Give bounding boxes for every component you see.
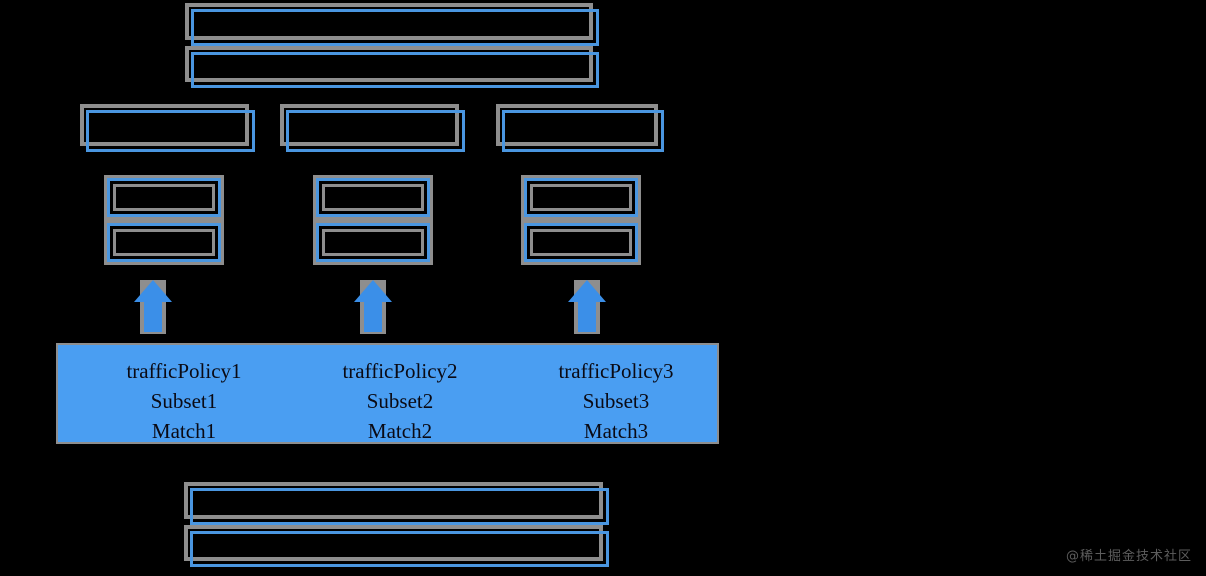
policy-column-1-match: Match1 bbox=[151, 418, 217, 443]
destination-node-row-2[interactable] bbox=[184, 525, 609, 567]
workload-node-1-cell-2[interactable] bbox=[107, 223, 221, 262]
policy-column-3-match: Match3 bbox=[583, 418, 649, 443]
cell-inner bbox=[113, 184, 215, 211]
row-outline bbox=[191, 52, 599, 88]
workload-node-2[interactable] bbox=[313, 175, 433, 265]
workload-node-1[interactable] bbox=[104, 175, 224, 265]
node-outline bbox=[286, 110, 465, 152]
destination-node[interactable] bbox=[184, 482, 609, 567]
workload-node-2-cell-1[interactable] bbox=[316, 178, 430, 217]
node-outline bbox=[502, 110, 664, 152]
service-node-3[interactable] bbox=[496, 104, 664, 152]
policy-column-3-policy: trafficPolicy3 bbox=[558, 359, 674, 383]
workload-node-3-cell-1[interactable] bbox=[524, 178, 638, 217]
policy-column-1-subset: Subset1 bbox=[150, 388, 218, 413]
policy-column-2[interactable]: trafficPolicy2 Subset2 Match2 bbox=[290, 357, 510, 446]
gateway-node[interactable] bbox=[185, 3, 599, 88]
policy-column-1[interactable]: trafficPolicy1 Subset1 Match1 bbox=[74, 357, 294, 446]
row-outline bbox=[191, 9, 599, 46]
policy-column-2-match: Match2 bbox=[367, 418, 433, 443]
row-outline bbox=[190, 531, 609, 567]
cell-inner bbox=[113, 229, 215, 256]
arrow-up-glyph bbox=[134, 280, 172, 332]
arrow-up-2-icon bbox=[352, 278, 394, 334]
policy-column-3[interactable]: trafficPolicy3 Subset3 Match3 bbox=[506, 357, 726, 446]
gateway-node-row-2[interactable] bbox=[185, 46, 599, 88]
arrow-up-glyph bbox=[568, 280, 606, 332]
row-outline bbox=[190, 488, 609, 525]
workload-node-3-cell-2[interactable] bbox=[524, 223, 638, 262]
service-node-1[interactable] bbox=[80, 104, 255, 152]
policy-column-2-subset: Subset2 bbox=[366, 388, 434, 413]
cell-inner bbox=[530, 184, 632, 211]
destination-node-row-1[interactable] bbox=[184, 482, 609, 525]
cell-inner bbox=[530, 229, 632, 256]
policy-column-1-policy: trafficPolicy1 bbox=[126, 359, 242, 383]
arrow-up-1-icon bbox=[132, 278, 174, 334]
cell-inner bbox=[322, 184, 424, 211]
workload-node-3[interactable] bbox=[521, 175, 641, 265]
policy-column-3-subset: Subset3 bbox=[582, 388, 650, 413]
gateway-node-row-1[interactable] bbox=[185, 3, 599, 46]
workload-node-2-cell-2[interactable] bbox=[316, 223, 430, 262]
workload-node-1-cell-1[interactable] bbox=[107, 178, 221, 217]
node-outline bbox=[86, 110, 255, 152]
policy-column-2-policy: trafficPolicy2 bbox=[342, 359, 458, 383]
traffic-policy-panel[interactable]: trafficPolicy1 Subset1 Match1 trafficPol… bbox=[56, 343, 719, 444]
watermark: @稀土掘金技术社区 bbox=[1065, 549, 1192, 564]
service-node-2[interactable] bbox=[280, 104, 465, 152]
arrow-up-glyph bbox=[354, 280, 392, 332]
arrow-up-3-icon bbox=[566, 278, 608, 334]
cell-inner bbox=[322, 229, 424, 256]
